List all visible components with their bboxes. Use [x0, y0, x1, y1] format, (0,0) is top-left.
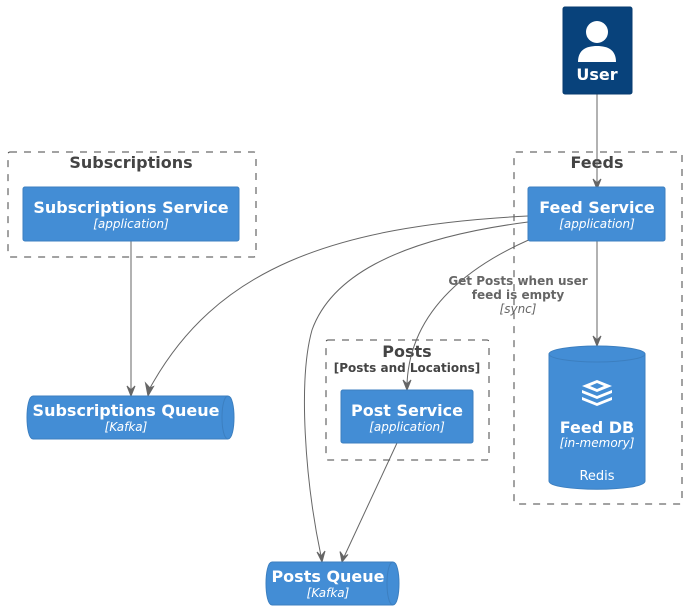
node-user[interactable]: User	[562, 6, 633, 95]
node-post-service-title: Post Service	[351, 401, 463, 420]
node-feed-db-tech: [in-memory]	[560, 436, 635, 450]
edge-label-line1: Get Posts when user	[448, 274, 587, 288]
node-user-title: User	[576, 65, 617, 84]
node-subscriptions-queue-tech: [Kafka]	[105, 420, 148, 434]
node-feed-db-title: Feed DB	[560, 418, 634, 437]
boundary-subscriptions: Subscriptions	[7, 151, 257, 258]
boundary-posts: Posts [Posts and Locations]	[325, 339, 490, 461]
boundary-posts-subtitle: [Posts and Locations]	[334, 361, 481, 375]
edge-label-get-posts: Get Posts when user feed is empty [sync]	[448, 274, 587, 316]
node-feed-service-tech: [application]	[559, 217, 635, 231]
edge-label-line2: feed is empty	[472, 288, 565, 302]
edge-user-to-feed-service	[592, 94, 602, 191]
boundary-posts-title: Posts	[382, 342, 431, 361]
node-subscriptions-service[interactable]: Subscriptions Service [application]	[22, 186, 240, 242]
node-subscriptions-queue[interactable]: Subscriptions Queue [Kafka]	[26, 395, 235, 440]
person-icon	[578, 21, 616, 62]
boundary-subscriptions-title: Subscriptions	[69, 153, 192, 172]
node-posts-queue[interactable]: Posts Queue [Kafka]	[265, 561, 400, 606]
node-feed-db-description: Redis	[579, 469, 614, 484]
node-posts-queue-tech: [Kafka]	[307, 586, 350, 600]
node-feed-service-title: Feed Service	[539, 198, 655, 217]
node-subscriptions-service-title: Subscriptions Service	[33, 198, 228, 217]
edge-feed-service-to-feed-db	[592, 241, 602, 348]
node-post-service[interactable]: Post Service [application]	[340, 389, 474, 444]
edge-feed-service-to-posts-queue	[303, 221, 529, 564]
node-feed-service[interactable]: Feed Service [application]	[527, 186, 666, 242]
node-subscriptions-queue-title: Subscriptions Queue	[33, 401, 220, 420]
node-feed-db[interactable]: Feed DB [in-memory] Redis	[548, 345, 646, 490]
redis-icon	[582, 380, 612, 406]
node-subscriptions-service-tech: [application]	[93, 217, 169, 231]
edge-feed-service-to-subscriptions-queue	[144, 215, 529, 398]
node-post-service-tech: [application]	[369, 420, 445, 434]
edge-subscriptions-service-to-queue	[126, 241, 136, 398]
edge-label-tech: [sync]	[500, 302, 537, 316]
edge-feed-service-to-post-service	[402, 231, 549, 392]
node-posts-queue-title: Posts Queue	[271, 567, 384, 586]
edge-post-service-to-posts-queue	[339, 442, 398, 564]
